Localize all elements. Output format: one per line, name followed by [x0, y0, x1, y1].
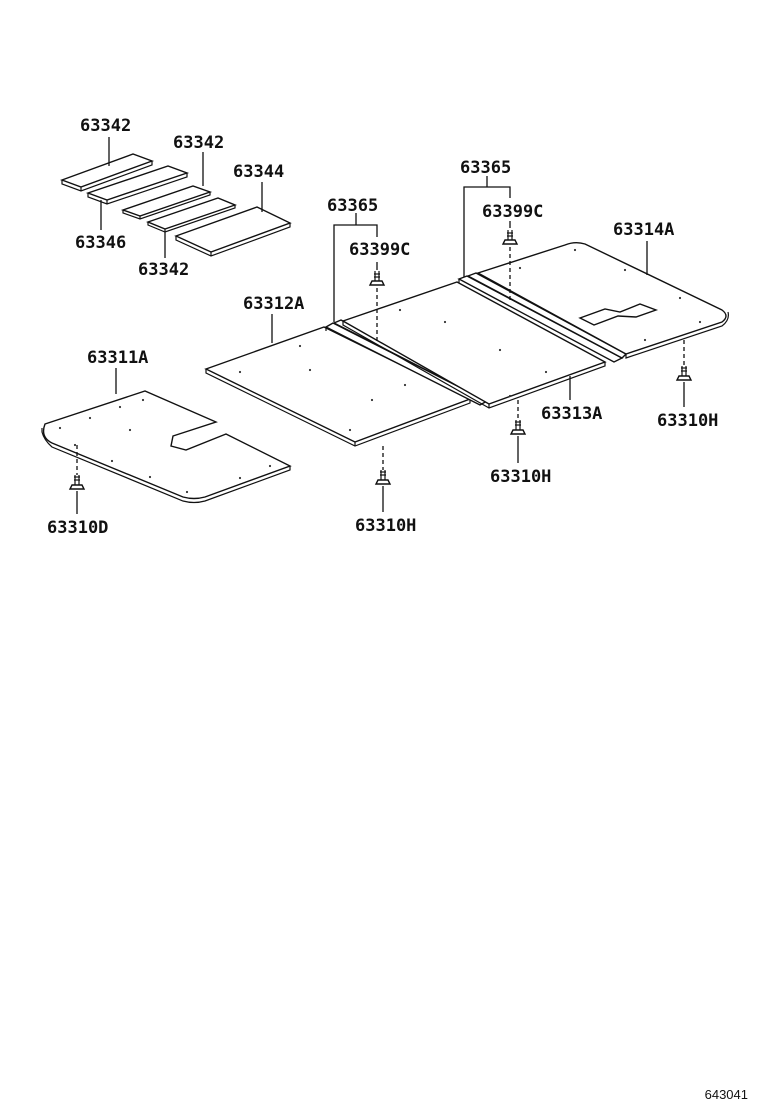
clip-63399c-right [463, 176, 519, 300]
pad-63346 [85, 165, 190, 205]
label-63399c-left: 63399C [349, 240, 410, 260]
panel-63312a [204, 314, 472, 447]
label-63342-top: 63342 [80, 116, 131, 136]
screw-63310h-center [374, 446, 392, 512]
pad-group [59, 137, 292, 258]
panel-dots [58, 398, 272, 494]
panel-cutout [578, 303, 659, 326]
label-63310d: 63310D [47, 518, 108, 538]
screw-63310d [68, 445, 86, 514]
panel-63314a [476, 241, 729, 359]
panel-dots [518, 248, 702, 342]
panel-63313a [341, 281, 607, 409]
label-63346: 63346 [75, 233, 126, 253]
label-63399c-right: 63399C [482, 202, 543, 222]
screw-63310h-mid [509, 400, 527, 463]
pad-63342-b [120, 185, 213, 220]
label-63312a: 63312A [243, 294, 304, 314]
pad-63344 [174, 206, 292, 257]
label-63344: 63344 [233, 162, 284, 182]
panel-dots [238, 344, 407, 432]
label-63342-low: 63342 [138, 260, 189, 280]
label-63365-left: 63365 [327, 196, 378, 216]
figure-number: 643041 [705, 1087, 748, 1102]
label-63313a: 63313A [541, 404, 602, 424]
panel-63311a [41, 368, 292, 504]
label-63310h-right: 63310H [657, 411, 718, 431]
label-63310h-center: 63310H [355, 516, 416, 536]
label-63314a: 63314A [613, 220, 674, 240]
clip-63399c-left [333, 213, 386, 342]
label-63342-mid: 63342 [173, 133, 224, 153]
screw-63310h-right [675, 340, 693, 407]
panel-dots [398, 308, 548, 398]
label-63365-right: 63365 [460, 158, 511, 178]
label-63311a: 63311A [87, 348, 148, 368]
label-63310h-mid: 63310H [490, 467, 551, 487]
